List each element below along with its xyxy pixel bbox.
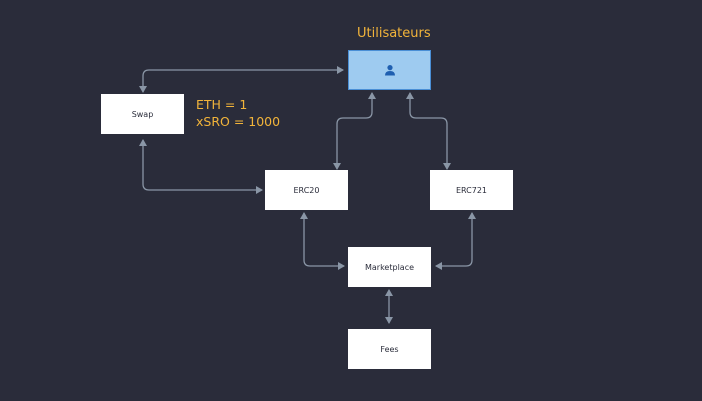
- rates-note: ETH = 1 xSRO = 1000: [196, 96, 280, 130]
- marketplace-node[interactable]: Marketplace: [348, 247, 431, 287]
- erc721-label: ERC721: [455, 185, 488, 195]
- erc20-label: ERC20: [293, 185, 320, 195]
- fees-label: Fees: [380, 344, 399, 354]
- connector-erc20-users: [333, 92, 376, 170]
- users-title: Utilisateurs: [357, 26, 431, 41]
- rate-xsro: xSRO = 1000: [196, 114, 281, 129]
- fees-node[interactable]: Fees: [348, 329, 431, 369]
- marketplace-label: Marketplace: [364, 262, 415, 272]
- user-icon: [384, 65, 395, 76]
- connector-erc721-users: [406, 92, 451, 170]
- connector-swap-users: [139, 66, 344, 93]
- connector-erc20-marketplace: [300, 212, 345, 270]
- swap-node[interactable]: Swap: [101, 94, 184, 134]
- erc721-node[interactable]: ERC721: [430, 170, 513, 210]
- users-node[interactable]: [348, 50, 431, 90]
- erc20-node[interactable]: ERC20: [265, 170, 348, 210]
- swap-label: Swap: [131, 109, 154, 119]
- connector-erc721-marketplace: [435, 212, 476, 270]
- connector-swap-erc20: [139, 139, 263, 194]
- rate-eth: ETH = 1: [196, 97, 248, 112]
